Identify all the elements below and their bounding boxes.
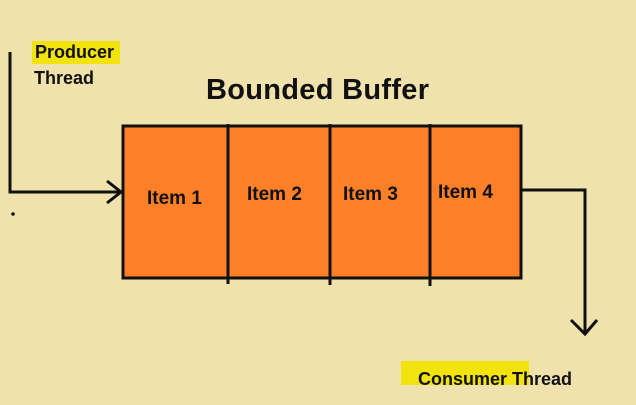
buffer-item-4: Item 4: [438, 182, 493, 203]
stray-dot: [11, 212, 15, 216]
buffer-item-3: Item 3: [343, 184, 398, 205]
producer-thread-label: Thread: [34, 68, 95, 88]
buffer-item-2: Item 2: [247, 184, 302, 205]
consumer-highlight-box: [401, 361, 529, 385]
producer-highlight: Producer: [32, 41, 121, 64]
producer-arrow-line: [8, 52, 120, 194]
consumer-highlight: Consumer: [418, 369, 508, 389]
consumer-thread-text: Thread: [512, 369, 573, 389]
consumer-thread-label: Consumer Thread: [418, 370, 572, 388]
consumer-arrow-head: [569, 318, 599, 337]
diagram-title: Bounded Buffer: [206, 74, 430, 106]
buffer-item-1: Item 1: [147, 188, 202, 209]
buffer-rect: [121, 124, 523, 280]
producer-arrow-head: [106, 179, 124, 205]
consumer-arrow-line: [521, 188, 587, 333]
